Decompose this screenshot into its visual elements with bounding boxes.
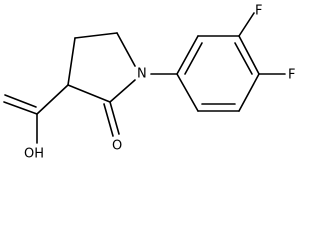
bond-c3-ccooh — [36, 84, 69, 115]
bond-ar3-ar4-inner — [234, 42, 253, 75]
atom-label-n: N — [137, 67, 147, 82]
bond-c2-o-ketone-a — [109, 101, 120, 135]
ketone-group — [103, 101, 120, 137]
pyrrolidinone-ring — [67, 32, 136, 103]
atom-label-oh: OH — [24, 147, 44, 162]
atom-label-f3: F — [255, 4, 262, 19]
carboxylic-acid-group — [3, 84, 69, 144]
bond-c4-c3 — [67, 37, 76, 86]
bond-c5-c4 — [74, 32, 118, 39]
atom-label-f4: F — [288, 68, 295, 83]
bond-ccooh-o-a — [3, 101, 38, 115]
phenyl-ring — [176, 35, 260, 112]
bond-ar1-ar2-inner — [184, 42, 203, 75]
bond-n1-c5 — [116, 32, 136, 67]
structure-diagram: N F F O OH O — [3, 4, 295, 162]
bond-c2-n1 — [109, 79, 136, 103]
bond-c3-c2 — [67, 84, 111, 103]
bond-ar4-ar5 — [238, 73, 260, 112]
bond-ar6-ar1 — [176, 73, 199, 112]
molecule-svg: N F F O OH O — [3, 4, 295, 162]
bond-ar3-ar4 — [238, 35, 260, 75]
bond-ar1-ar2 — [176, 35, 199, 75]
atom-label-o-ketone: O — [112, 139, 122, 154]
bond-ar3-f3 — [238, 12, 255, 37]
bond-ccooh-o-b — [4, 94, 37, 108]
bond-c2-o-ketone-b — [103, 103, 114, 137]
